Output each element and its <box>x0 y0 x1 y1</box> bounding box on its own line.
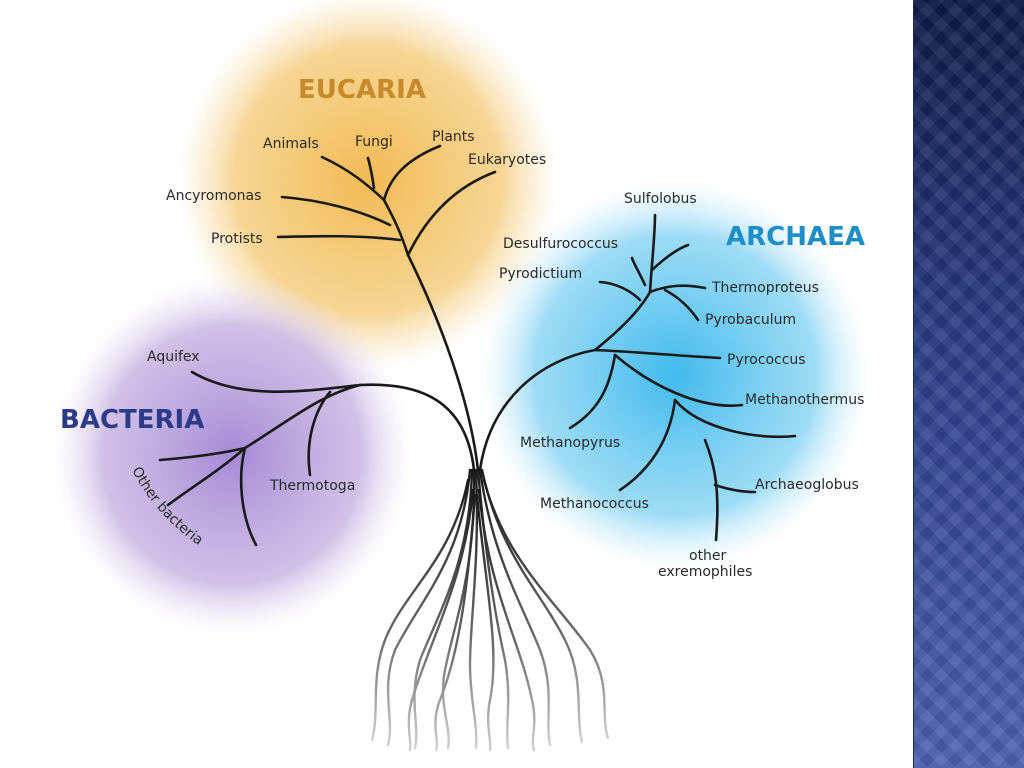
bacteria-title: BACTERIA <box>60 405 204 435</box>
label-ancyromonas: Ancyromonas <box>166 188 261 204</box>
label-sulfolobus: Sulfolobus <box>624 191 697 207</box>
label-pyrodictium: Pyrodictium <box>499 266 582 282</box>
label-thermotoga: Thermotoga <box>269 478 355 494</box>
label-methanopyrus: Methanopyrus <box>520 435 620 451</box>
label-pyrococcus: Pyrococcus <box>727 352 806 368</box>
tree-branches <box>158 144 797 547</box>
label-other-extremophiles-line2: exremophiles <box>658 564 752 580</box>
label-other-extremophiles-line1: other <box>689 548 727 564</box>
label-pyrobaculum: Pyrobaculum <box>705 312 796 328</box>
label-aquifex: Aquifex <box>147 349 200 365</box>
archaea-halo <box>480 180 870 570</box>
label-methanococcus: Methanococcus <box>540 496 649 512</box>
label-methanothermus: Methanothermus <box>745 392 864 408</box>
label-thermoproteus: Thermoproteus <box>711 280 819 296</box>
eucaria-title: EUCARIA <box>298 75 426 105</box>
label-plants: Plants <box>432 129 475 145</box>
label-animals: Animals <box>263 136 319 152</box>
bacteria-halo <box>52 275 412 635</box>
tree-roots <box>370 468 610 752</box>
slide-side-panel <box>913 0 1024 768</box>
label-desulfurococcus: Desulfurococcus <box>503 236 618 252</box>
label-archaeoglobus: Archaeoglobus <box>755 477 859 493</box>
label-protists: Protists <box>211 231 263 247</box>
tree-of-life-diagram: EUCARIA ARCHAEA BACTERIA Animals Fungi P… <box>52 0 870 752</box>
label-eukaryotes: Eukaryotes <box>468 152 546 168</box>
archaea-title: ARCHAEA <box>726 222 865 252</box>
label-fungi: Fungi <box>355 134 393 150</box>
